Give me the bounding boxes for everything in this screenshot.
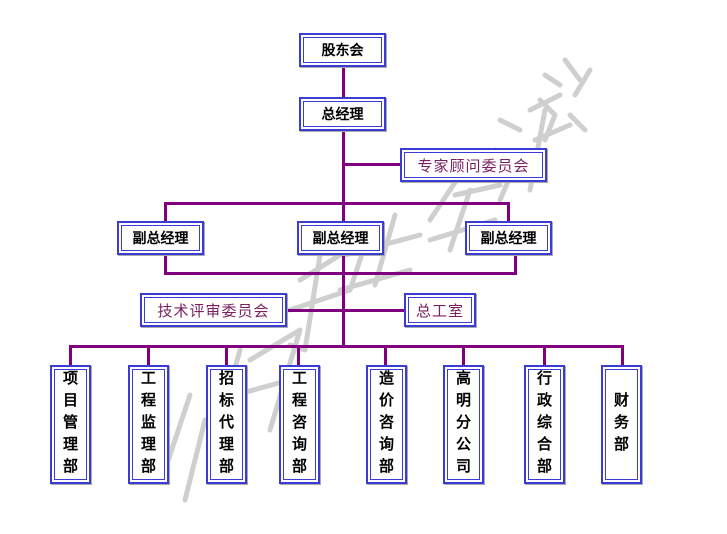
node-dept-engineering-consulting: 工程咨询部 bbox=[279, 365, 320, 484]
node-general-manager: 总经理 bbox=[299, 97, 386, 131]
connector-dept-bar bbox=[69, 345, 624, 348]
connector-deputy-bottom bbox=[164, 272, 517, 275]
connector-main-trunk bbox=[342, 66, 345, 348]
connector-expert bbox=[343, 163, 401, 166]
watermark-stroke bbox=[337, 212, 423, 293]
connector-deputy-top bbox=[164, 202, 510, 205]
connector-dept bbox=[225, 345, 228, 366]
node-tech-review-committee: 技术评审委员会 bbox=[140, 293, 287, 327]
watermark-stroke bbox=[537, 57, 593, 143]
node-dept-project-management: 项目管理部 bbox=[50, 365, 91, 484]
connector-dept bbox=[462, 345, 465, 366]
connector-dept bbox=[384, 345, 387, 366]
connector-dept bbox=[147, 345, 150, 366]
node-dept-cost-consulting: 造价咨询部 bbox=[366, 365, 407, 484]
node-expert-committee: 专家顾问委员会 bbox=[400, 148, 547, 182]
connector-dept bbox=[543, 345, 546, 366]
node-dept-supervision: 工程监理部 bbox=[128, 365, 169, 484]
node-deputy-gm-3: 副总经理 bbox=[465, 221, 552, 255]
connector-deputy-1 bbox=[164, 202, 167, 222]
connector-dept bbox=[621, 345, 624, 366]
connector-deputy-3b bbox=[514, 253, 517, 274]
node-deputy-gm-1: 副总经理 bbox=[117, 221, 204, 255]
node-shareholders: 股东会 bbox=[299, 33, 386, 67]
node-dept-finance: 财务部 bbox=[601, 365, 642, 484]
node-dept-gaoming-branch: 高明分公司 bbox=[443, 365, 484, 484]
node-dept-administration: 行政综合部 bbox=[524, 365, 565, 484]
connector-dept bbox=[69, 345, 72, 366]
node-deputy-gm-2: 副总经理 bbox=[297, 221, 384, 255]
connector-dept bbox=[297, 345, 300, 366]
connector-deputy-3 bbox=[507, 202, 510, 222]
connector-tech-office bbox=[285, 309, 405, 312]
watermark-stroke bbox=[162, 392, 208, 503]
node-chief-engineer-office: 总工室 bbox=[404, 293, 476, 327]
connector-deputy-1b bbox=[164, 253, 167, 274]
node-dept-tender-agency: 招标代理部 bbox=[206, 365, 247, 484]
